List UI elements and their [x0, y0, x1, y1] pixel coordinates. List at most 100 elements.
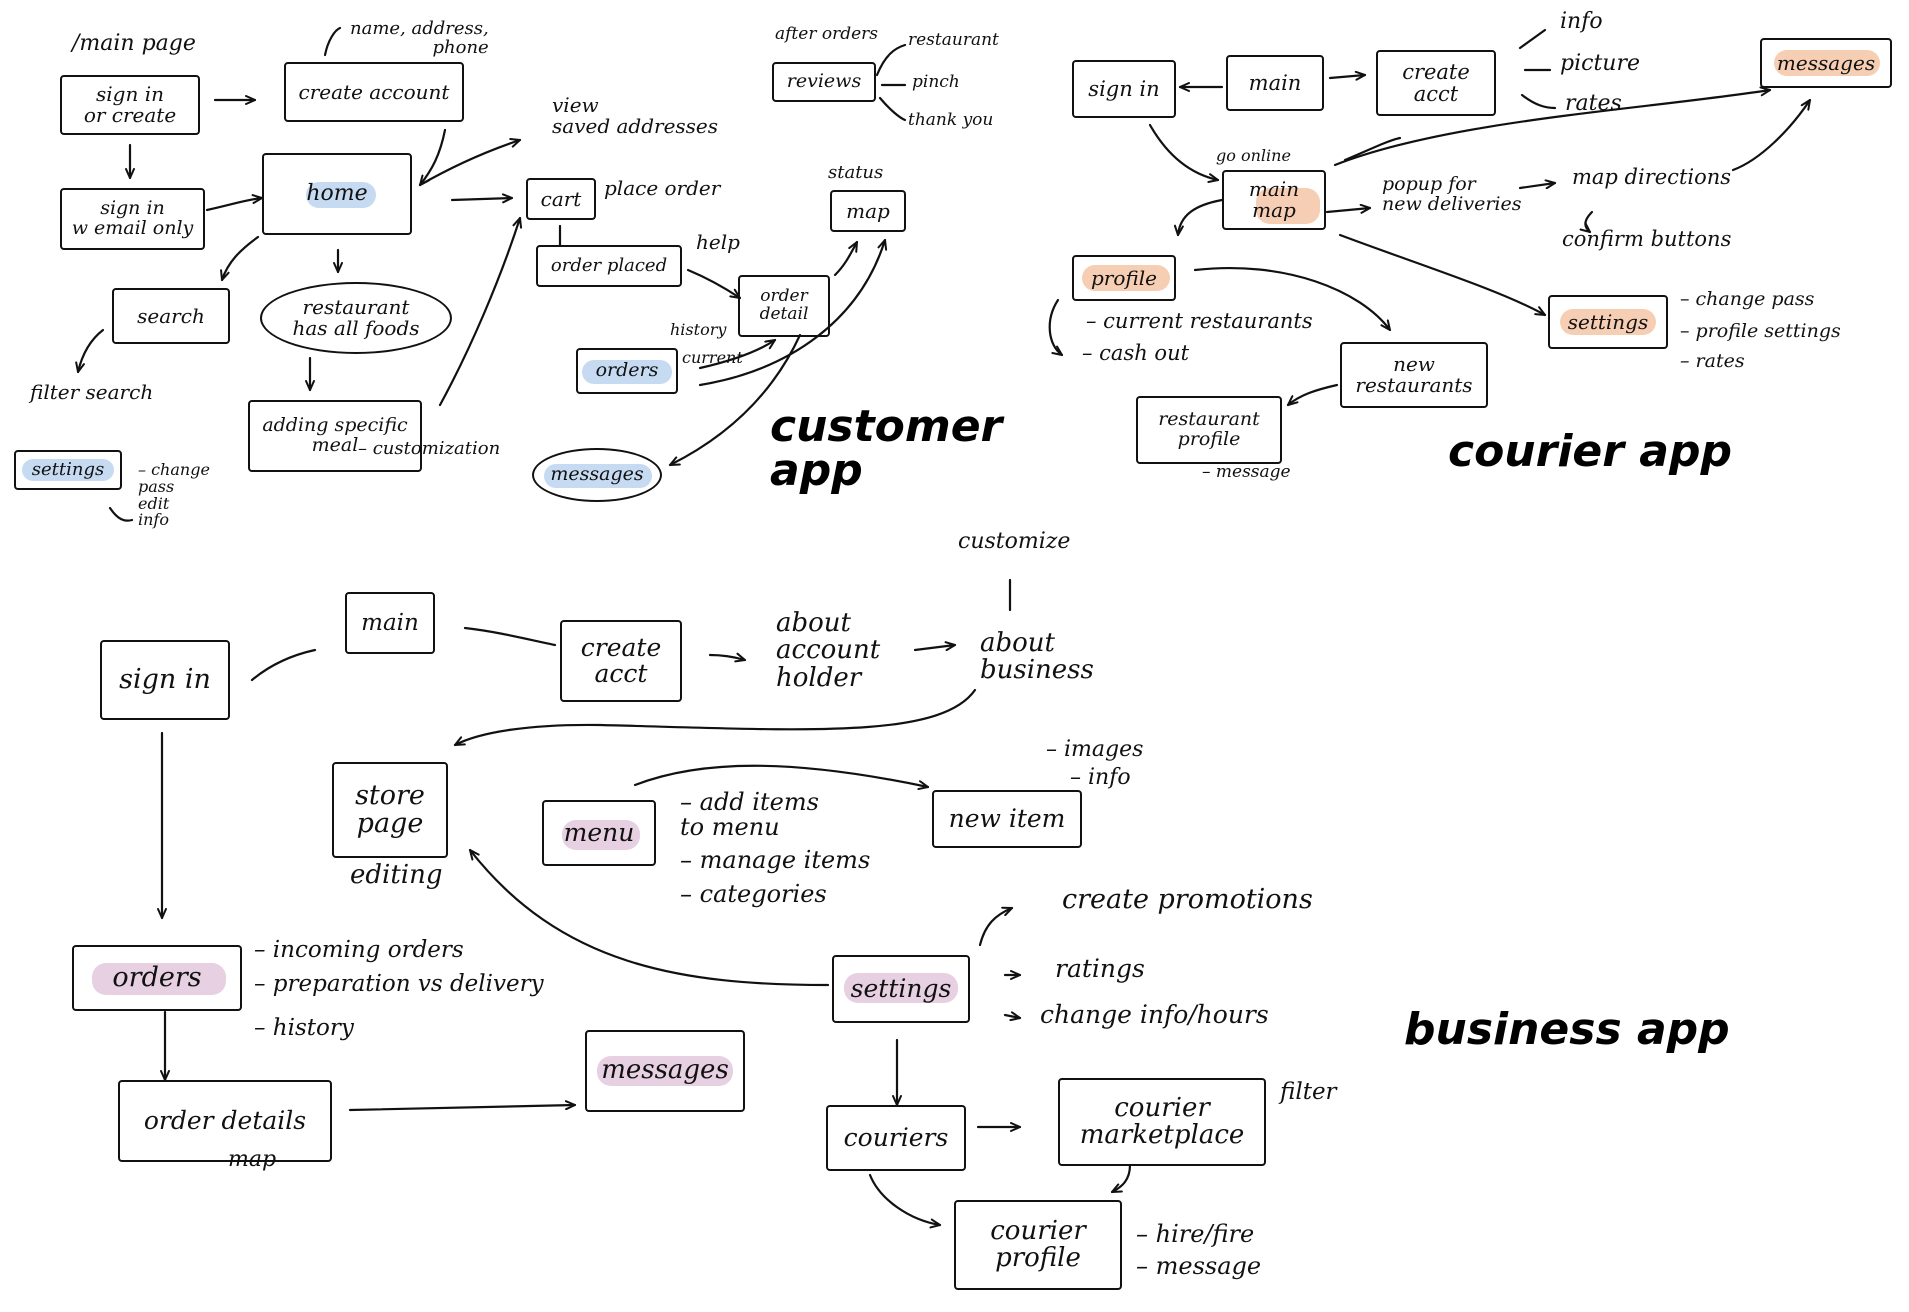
customer-messages-highlight [544, 464, 652, 488]
business-settings-box[interactable]: settings [832, 955, 970, 1023]
courier-sign-in-box[interactable]: sign in [1072, 60, 1176, 118]
business-main-box[interactable]: main [345, 592, 435, 654]
customer-orders-highlight [582, 360, 672, 384]
courier-info-note: info [1560, 9, 1603, 34]
new-item-label: new item [948, 803, 1066, 833]
customer-settings-box[interactable]: settings [14, 450, 122, 490]
restaurant-oval[interactable]: restaurant has all foods [260, 282, 452, 354]
customer-orders-label: orders [595, 359, 659, 382]
current-restaurants-note: – current restaurants [1086, 309, 1313, 333]
edge-create-rates [1520, 93, 1557, 110]
cash-out-note: – cash out [1082, 341, 1190, 365]
restaurant-profile-box[interactable]: restaurant profile [1136, 396, 1282, 464]
order-details-box[interactable]: order details [118, 1080, 332, 1162]
courier-settings-box[interactable]: settings [1548, 295, 1668, 349]
couriers-box[interactable]: couriers [826, 1105, 966, 1171]
courier-messages-box[interactable]: messages [1760, 38, 1892, 88]
restaurant-profile-message-note: – message [1202, 462, 1291, 482]
adding-specific-meal-box[interactable]: adding specific meal [248, 400, 422, 472]
new-item-box[interactable]: new item [932, 790, 1082, 848]
main-map-box[interactable]: main map [1222, 170, 1326, 230]
business-create-acct-box[interactable]: create acct [560, 620, 682, 702]
customer-messages-oval[interactable]: messages [532, 448, 662, 502]
business-sign-in-box[interactable]: sign in [100, 640, 230, 720]
edge-home-to-search [220, 235, 260, 282]
edge-home-to-saved [418, 138, 522, 187]
restaurant-label: restaurant has all foods [292, 295, 420, 340]
cart-label: cart [540, 186, 582, 211]
order-detail-box[interactable]: order detail [738, 275, 830, 337]
business-menu-highlight [562, 820, 640, 850]
courier-rates-note: rates [1565, 91, 1622, 116]
edge-abouthold-to-aboutbiz [913, 641, 957, 652]
store-page-box[interactable]: store page [332, 762, 448, 858]
name-address-phone-note: name, address, phone [350, 18, 489, 58]
customer-app-title: customer app [770, 401, 1003, 496]
edge-create-info [1518, 28, 1547, 50]
marketplace-filter-note: filter [1280, 1079, 1337, 1105]
add-items-note: – add items to menu [680, 788, 819, 842]
business-orders-box[interactable]: orders [72, 945, 242, 1011]
search-box[interactable]: search [112, 288, 230, 344]
customer-orders-box[interactable]: orders [576, 348, 678, 394]
cart-box[interactable]: cart [526, 178, 596, 220]
review-pinch-note: pinch [912, 72, 960, 92]
courier-main-box[interactable]: main [1226, 55, 1324, 111]
business-messages-box[interactable]: messages [585, 1030, 745, 1112]
edge-main-to-create [1328, 70, 1367, 81]
edge-profile-loop [1048, 298, 1064, 357]
view-saved-addresses-note: view saved addresses [552, 93, 719, 138]
courier-messages-label: messages [1776, 50, 1876, 75]
reviews-box[interactable]: reviews [772, 62, 876, 102]
business-menu-box[interactable]: menu [542, 800, 656, 866]
categories-note: – categories [680, 880, 827, 908]
edge-popup-to-directions [1518, 179, 1557, 190]
courier-create-acct-box[interactable]: create acct [1376, 50, 1496, 116]
edge-mainmap-to-settings [1338, 233, 1547, 317]
edge-main-to-create [463, 626, 557, 647]
courier-main-label: main [1248, 70, 1302, 95]
business-settings-highlight [844, 973, 958, 1003]
customization-note: – customization [358, 438, 501, 459]
courier-profile-settings-note: – profile settings [1680, 320, 1841, 342]
courier-profile-box[interactable]: profile [1072, 255, 1176, 301]
change-info-hours-note: change info/hours [1040, 1000, 1269, 1029]
home-label: home [306, 181, 368, 207]
edge-marketplace-to-profile [1110, 1163, 1132, 1194]
order-detail-label: order detail [759, 286, 809, 324]
customer-settings-label: settings [31, 458, 105, 480]
edge-detail-to-map [833, 240, 859, 277]
incoming-orders-note: – incoming orders [254, 937, 464, 963]
customer-map-box[interactable]: map [830, 190, 906, 232]
edge-signin-to-main [250, 648, 317, 682]
home-box[interactable]: home [262, 153, 412, 235]
review-thank-you-note: thank you [908, 110, 994, 130]
business-messages-highlight [597, 1056, 733, 1086]
courier-sign-in-label: sign in [1088, 76, 1160, 101]
create-account-box[interactable]: create account [284, 62, 464, 122]
edge-search-to-filter [75, 328, 105, 374]
hire-fire-note: – hire/fire [1136, 1220, 1255, 1248]
sign-in-email-only-box[interactable]: sign in w email only [60, 188, 205, 250]
business-orders-label: orders [112, 961, 202, 993]
filter-search-note: filter search [30, 380, 154, 404]
item-info-note: – info [1070, 765, 1131, 790]
sign-in-or-create-box[interactable]: sign in or create [60, 75, 200, 135]
edge-couriers-to-profile [868, 1173, 942, 1229]
courier-message-note: – message [1136, 1252, 1262, 1280]
edge-reviews-thanks [878, 96, 907, 122]
adding-specific-meal-label: adding specific meal [262, 414, 408, 456]
edge-signin-to-mainmap [1148, 123, 1220, 183]
courier-marketplace-label: courier marketplace [1079, 1092, 1245, 1150]
review-restaurant-note: restaurant [908, 30, 999, 50]
history-note: history [670, 320, 727, 339]
new-restaurants-box[interactable]: new restaurants [1340, 342, 1488, 408]
new-restaurants-label: new restaurants [1355, 352, 1473, 397]
courier-marketplace-box[interactable]: courier marketplace [1058, 1078, 1266, 1166]
courier-profile-highlight [1082, 265, 1170, 291]
edge-newrest-to-restprofile [1286, 383, 1339, 407]
courier-profile-biz-box[interactable]: courier profile [954, 1200, 1122, 1290]
edge-create-to-home [418, 128, 447, 187]
edge-settings-to-changeinfo [1003, 1011, 1022, 1022]
order-placed-box[interactable]: order placed [536, 245, 682, 287]
